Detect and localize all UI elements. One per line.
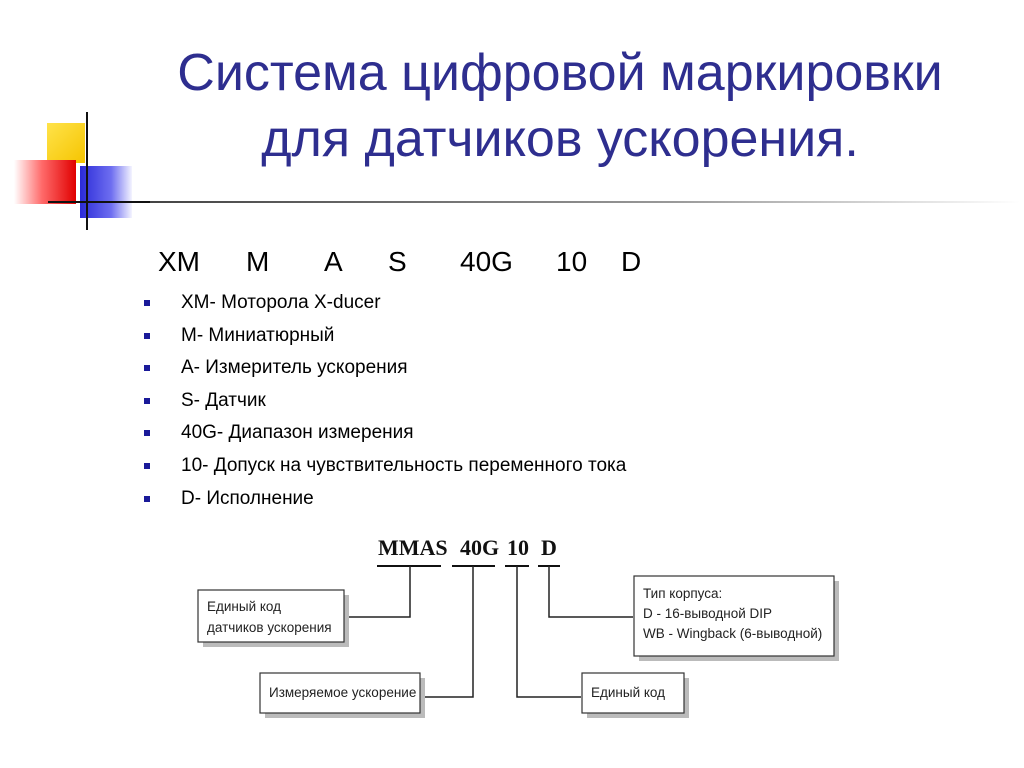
list-item: 10- Допуск на чувствительность переменно… (144, 455, 626, 488)
slide-title-line-1: Система цифровой маркировки (177, 44, 943, 102)
connector-lines (348, 566, 633, 698)
diagram-code-40g: 40G (460, 535, 499, 560)
bullet-square-icon (144, 397, 150, 404)
slide-title-line-2: для датчиков ускорения. (261, 110, 859, 168)
logo-horizontal-line (48, 201, 158, 203)
box-measured-acceleration-text: Измеряемое ускорение (269, 685, 416, 700)
code-part-10: 10 (556, 246, 588, 277)
box-unified-code-text: Единый код (591, 685, 665, 700)
bullet-square-icon (144, 430, 150, 437)
bullet-square-icon (144, 495, 150, 502)
code-part-m: M (246, 246, 270, 277)
connector-10 (516, 566, 581, 698)
box-package-type: Тип корпуса: D - 16-выводной DIP WB - Wi… (633, 575, 839, 661)
box-package-type-line-2: D - 16-выводной DIP (643, 606, 772, 621)
code-part-s: S (388, 246, 407, 277)
logo-vertical-line (86, 112, 88, 230)
bullet-square-icon (144, 300, 150, 306)
bullet-square-icon (144, 462, 150, 469)
box-unified-sensor-code-line-1: Единый код (207, 599, 281, 614)
box-package-type-line-3: WB - Wingback (6-выводной) (643, 626, 822, 641)
bullet-square-icon (144, 332, 150, 339)
box-unified-code: Единый код (581, 672, 689, 718)
list-item: 40G- Диапазон измерения (144, 422, 414, 455)
bullet-square-icon (144, 365, 150, 372)
code-part-40g: 40G (460, 246, 513, 277)
slide-title: Система цифровой маркировки для датчиков… (100, 40, 1020, 172)
code-part-d: D (621, 246, 642, 277)
decorative-logo (0, 0, 158, 240)
legend-list: XM- Моторола X-ducer M- Миниатюрный A- И… (144, 292, 626, 521)
list-item: S- Датчик (144, 390, 266, 423)
list-item: M- Миниатюрный (144, 325, 334, 358)
red-square (14, 160, 76, 204)
connector-40g (421, 566, 474, 698)
list-item: D- Исполнение (144, 488, 314, 521)
code-part-a: A (324, 246, 343, 277)
diagram-code-mmas: MMAS (378, 535, 448, 560)
connector-mmas (348, 566, 411, 618)
list-item: A- Измеритель ускорения (144, 357, 408, 390)
title-divider (150, 201, 1020, 203)
diagram-code-d: D (541, 535, 557, 560)
blue-square (80, 166, 132, 218)
yellow-square (47, 123, 85, 163)
box-package-type-line-1: Тип корпуса: (643, 586, 722, 601)
code-part-xm: XM (158, 246, 200, 277)
list-item: XM- Моторола X-ducer (144, 292, 381, 325)
box-measured-acceleration: Измеряемое ускорение (259, 672, 425, 718)
diagram-code-10: 10 (507, 535, 529, 560)
box-unified-sensor-code-line-2: датчиков ускорения (207, 620, 332, 635)
box-unified-sensor-code: Единый код датчиков ускорения (197, 589, 349, 647)
connector-d (548, 566, 633, 618)
